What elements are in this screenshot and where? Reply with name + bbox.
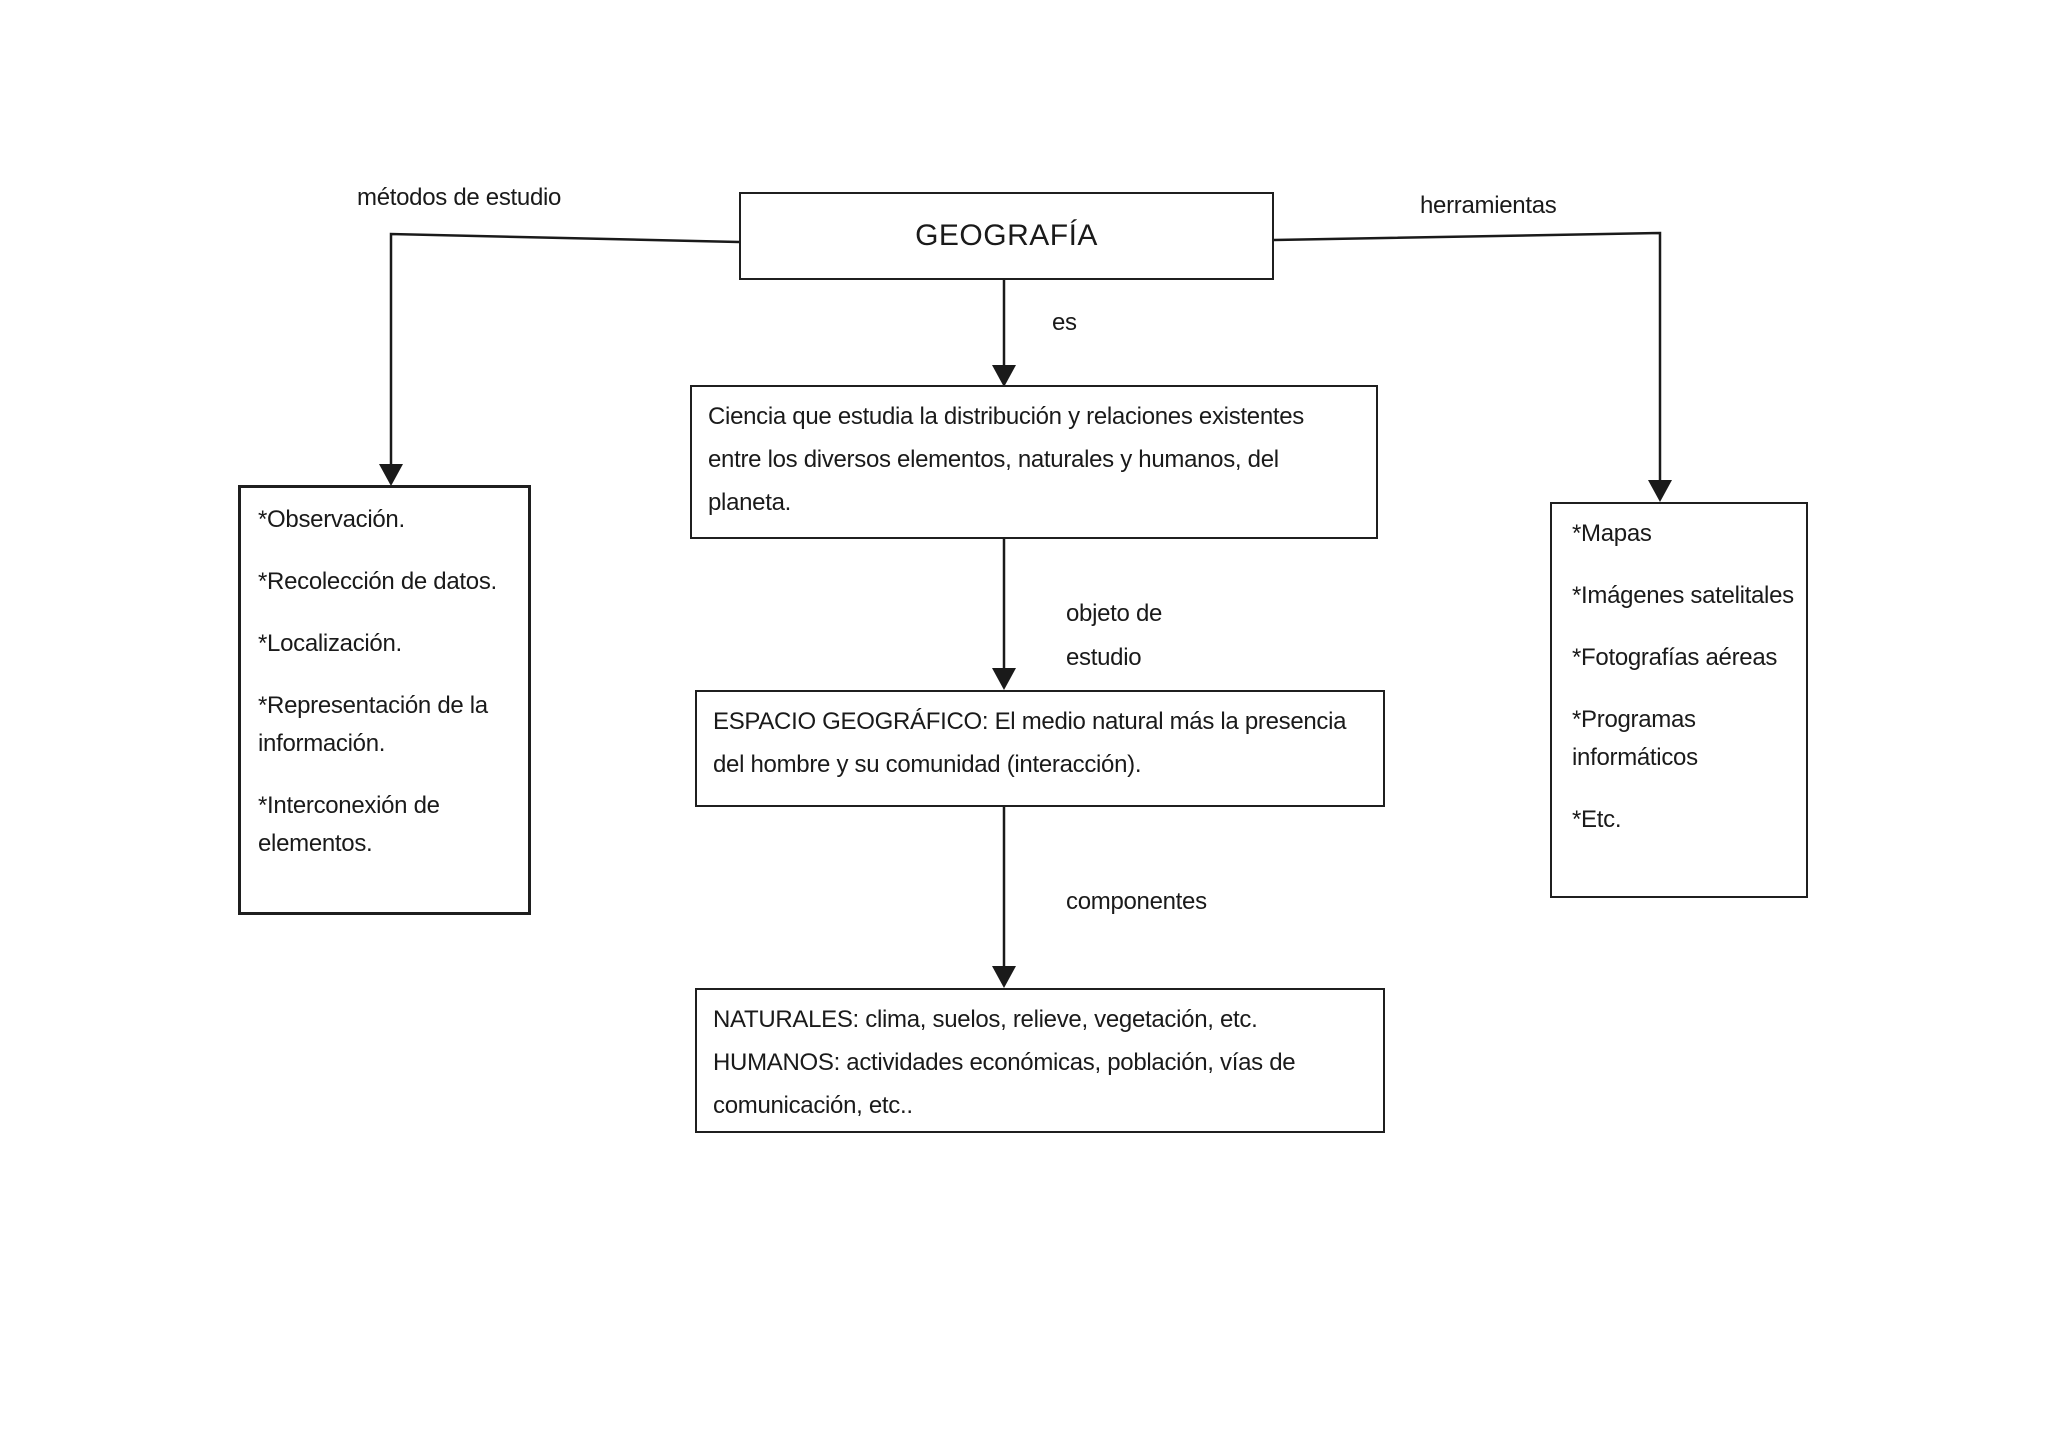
definicion-line: entre los diversos elementos, naturales … (708, 446, 1279, 473)
arrowhead-herramientas (1648, 480, 1672, 502)
label-es: es (1052, 309, 1077, 336)
metodos-item: *Representación de la información. (258, 692, 488, 757)
definicion-line: Ciencia que estudia la distribución y re… (708, 403, 1304, 430)
label-componentes: componentes (1066, 888, 1207, 915)
componentes-item-naturales: NATURALES: clima, suelos, relieve, veget… (713, 1006, 1258, 1033)
herramientas-item: *Fotografías aéreas (1572, 644, 1778, 671)
connector-geografia-to-herramientas (1273, 231, 1662, 481)
metodos-item: *Recolección de datos. (258, 568, 497, 595)
metodos-de-estudio-box: *Observación. *Recolección de datos. *Lo… (238, 485, 531, 915)
componentes-item-humanos: HUMANOS: actividades económicas, poblaci… (713, 1049, 1296, 1119)
definicion-box: Ciencia que estudia la distribución y re… (690, 385, 1378, 539)
espacio-line: del hombre y su comunidad (interacción). (713, 751, 1142, 778)
metodos-item: *Interconexión de elementos. (258, 792, 440, 857)
componentes-box: NATURALES: clima, suelos, relieve, veget… (695, 988, 1385, 1133)
herramientas-item: *Imágenes satelitales (1572, 582, 1794, 609)
label-metodos-de-estudio: métodos de estudio (357, 184, 562, 211)
espacio-line: ESPACIO GEOGRÁFICO: El medio natural más… (713, 708, 1347, 735)
arrowhead-metodos (379, 464, 403, 486)
label-herramientas: herramientas (1420, 192, 1557, 219)
espacio-geografico-box: ESPACIO GEOGRÁFICO: El medio natural más… (695, 690, 1385, 807)
geografia-title: GEOGRAFÍA (915, 219, 1098, 252)
arrowhead-componentes (992, 966, 1016, 988)
herramientas-box: *Mapas *Imágenes satelitales *Fotografía… (1550, 502, 1808, 898)
herramientas-item: *Etc. (1572, 806, 1622, 833)
herramientas-item: *Mapas (1572, 520, 1652, 547)
arrowhead-espacio (992, 668, 1016, 690)
definicion-line: planeta. (708, 489, 792, 516)
geografia-box: GEOGRAFÍA (739, 192, 1274, 280)
metodos-item: *Observación. (258, 506, 405, 533)
herramientas-item: *Programas informáticos (1572, 706, 1698, 771)
connector-geografia-to-metodos (389, 232, 740, 466)
label-objeto-de-estudio: objeto de estudio (1066, 600, 1163, 671)
arrowhead-definicion (992, 365, 1016, 387)
metodos-item: *Localización. (258, 630, 402, 657)
